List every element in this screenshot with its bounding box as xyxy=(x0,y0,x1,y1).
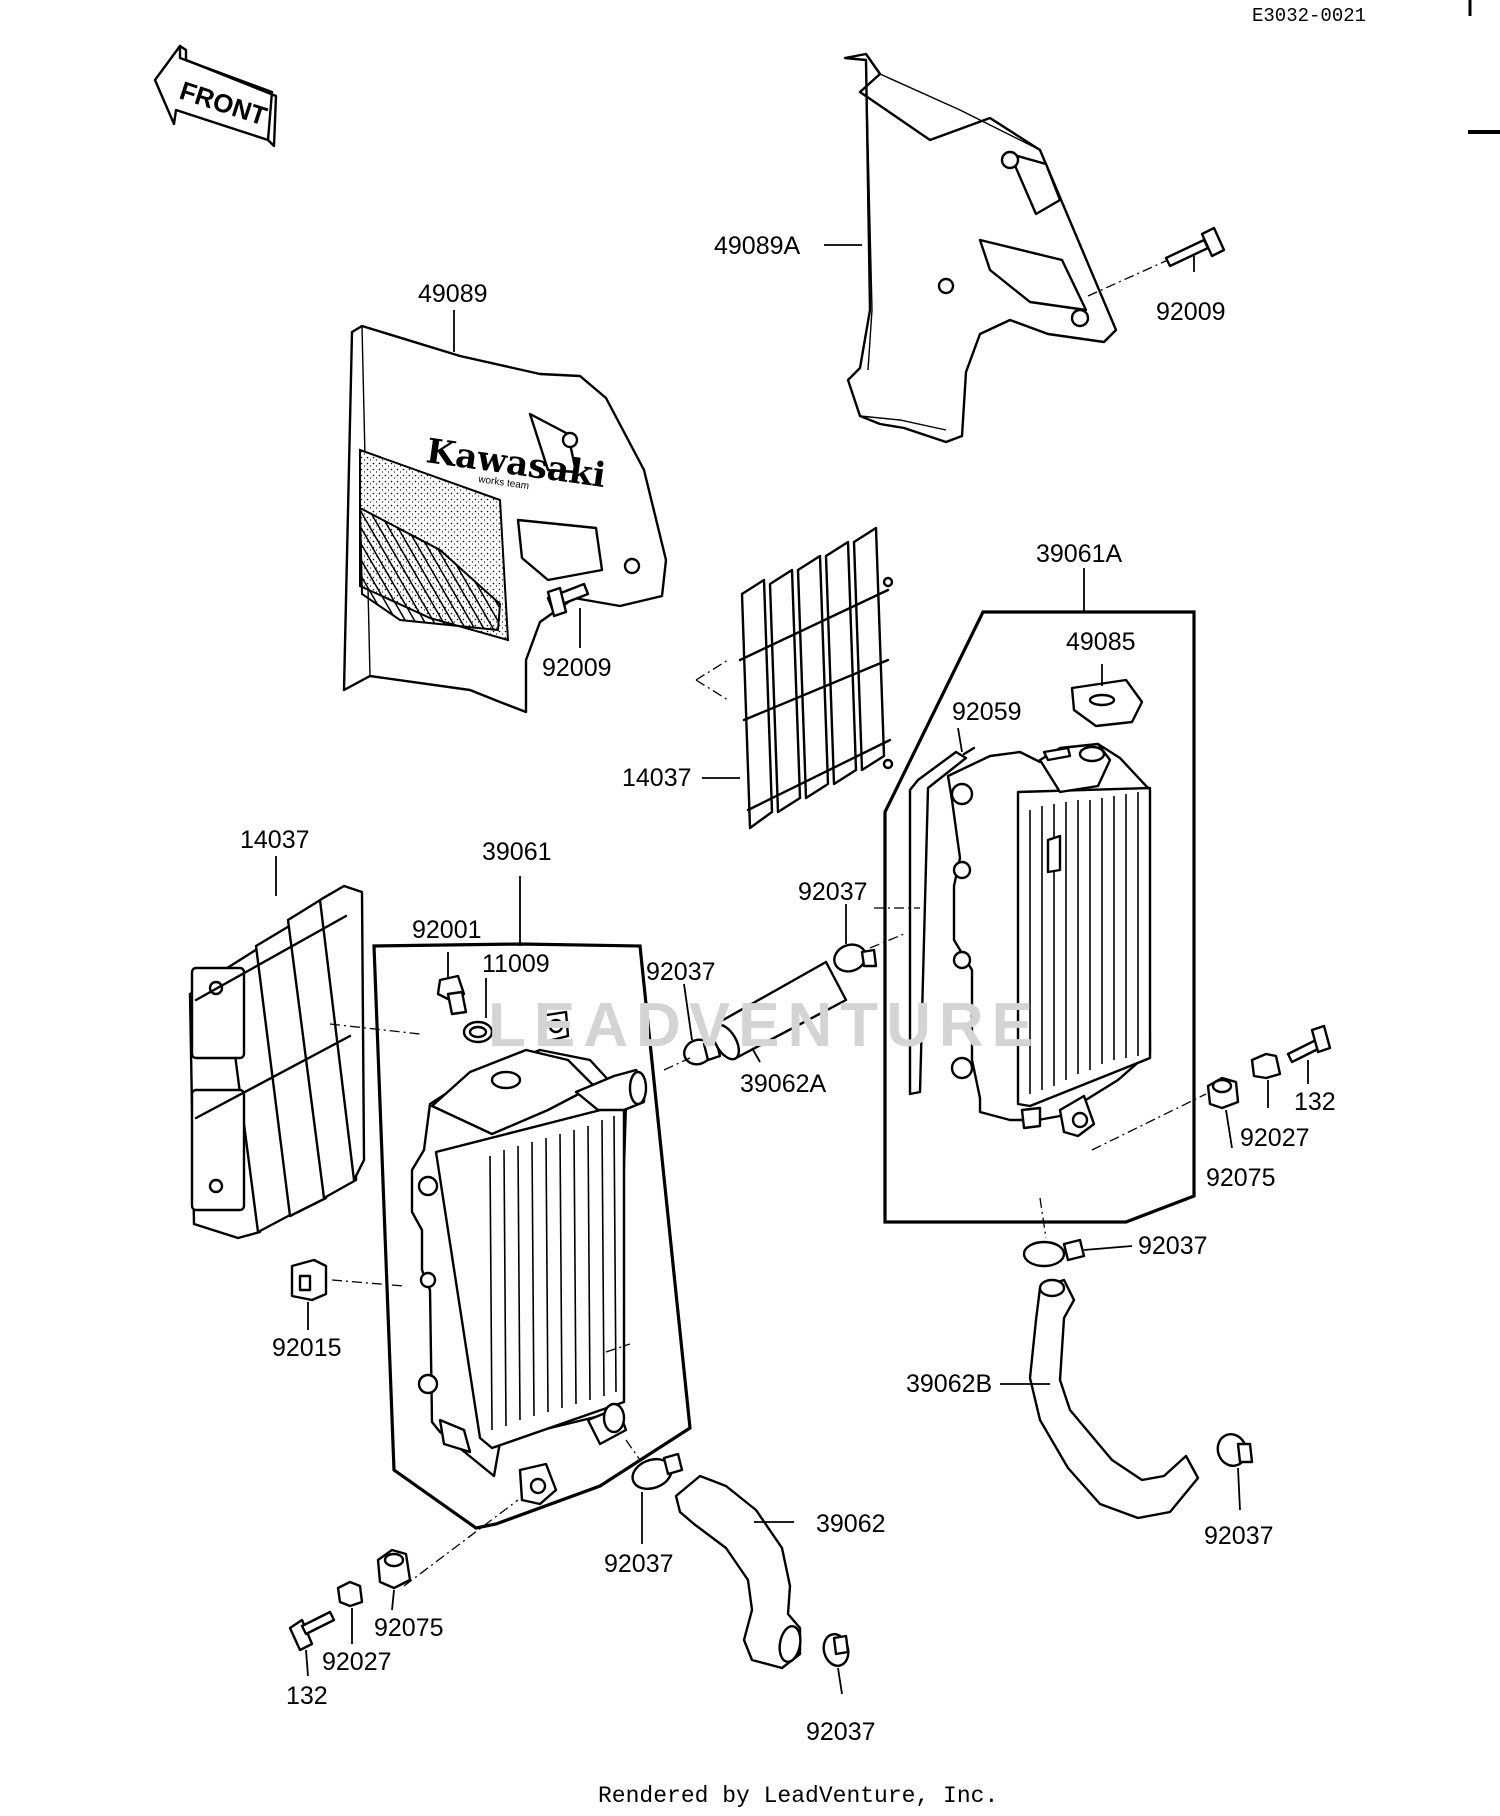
label-49089: 49089 xyxy=(418,280,488,308)
hose-39062A xyxy=(711,960,848,1061)
leader-lines xyxy=(275,244,1309,1695)
collar-92027-left xyxy=(336,1580,364,1608)
assembly-line xyxy=(1087,259,1169,297)
bolt-132-left xyxy=(288,1610,336,1652)
assembly-line xyxy=(1039,1197,1047,1239)
assembly-box-39061A xyxy=(883,610,1196,1224)
label-92027-right: 92027 xyxy=(1240,1124,1310,1152)
radiator-guard-middle xyxy=(738,526,894,830)
hose-39062B xyxy=(1028,1278,1200,1520)
assembly-line xyxy=(331,1279,405,1287)
label-39061: 39061 xyxy=(482,838,552,866)
assembly-box-39061 xyxy=(372,942,692,1530)
label-11009: 11009 xyxy=(482,950,550,978)
part-labels: 49089 49089A 92009 92009 39061A 49085 92… xyxy=(240,232,1336,1746)
label-39062: 39062 xyxy=(816,1510,886,1538)
label-92027-left: 92027 xyxy=(322,1648,392,1676)
radiator-guard-left xyxy=(188,884,366,1240)
diagram-code: E3032-0021 xyxy=(1252,5,1366,27)
clip-92015 xyxy=(290,1258,328,1302)
label-39061A: 39061A xyxy=(1036,540,1123,568)
front-arrow-icon: FRONT xyxy=(153,44,278,148)
collar-92027-right xyxy=(1250,1052,1282,1080)
label-132-right: 132 xyxy=(1294,1088,1336,1116)
label-92037-e: 92037 xyxy=(604,1550,674,1578)
label-39062B: 39062B xyxy=(906,1370,992,1398)
gasket-11009 xyxy=(462,1020,494,1044)
label-92037-f: 92037 xyxy=(806,1718,876,1746)
watermark: LEADVENTURE xyxy=(488,991,1041,1060)
radiator-39061A xyxy=(946,742,1152,1138)
label-92015: 92015 xyxy=(272,1334,342,1362)
clamp-92037-c xyxy=(1022,1238,1086,1268)
radiator-cap-49085 xyxy=(1070,678,1144,728)
bolt-132-right xyxy=(1286,1024,1332,1064)
clamp-92037-f xyxy=(822,1633,850,1667)
clamp-92037-d xyxy=(1216,1433,1254,1467)
footer-credit: Rendered by LeadVenture, Inc. xyxy=(598,1783,998,1809)
assembly-line xyxy=(625,1439,641,1461)
bolt-92009-top xyxy=(1164,226,1226,268)
label-92059: 92059 xyxy=(952,698,1022,726)
clamp-92037-e xyxy=(631,1452,684,1491)
label-92037-c: 92037 xyxy=(1138,1232,1208,1260)
label-92001: 92001 xyxy=(412,916,482,944)
assembly-line xyxy=(403,1499,519,1587)
label-92075-left: 92075 xyxy=(374,1614,444,1642)
breather-tube-92059 xyxy=(908,746,976,1096)
label-92009-top: 92009 xyxy=(1156,298,1226,326)
label-14037-mid: 14037 xyxy=(622,764,692,792)
assembly-line xyxy=(329,1023,421,1035)
label-92037-b: 92037 xyxy=(646,958,716,986)
hose-39062 xyxy=(674,1474,802,1670)
assembly-line xyxy=(869,933,905,949)
label-92037-a: 92037 xyxy=(798,878,868,906)
bolt-92001 xyxy=(436,974,468,1016)
label-49089A: 49089A xyxy=(714,232,801,260)
bolt-92009-left xyxy=(546,582,590,618)
label-132-left: 132 xyxy=(286,1682,328,1710)
radiator-shroud-right xyxy=(843,52,1118,444)
label-39062A: 39062A xyxy=(740,1070,827,1098)
label-92009-left: 92009 xyxy=(542,654,612,682)
assembly-line xyxy=(695,659,729,701)
assembly-line xyxy=(663,1057,691,1071)
label-92037-d: 92037 xyxy=(1204,1522,1274,1550)
assembly-line xyxy=(605,1343,631,1353)
label-14037-left: 14037 xyxy=(240,826,310,854)
grommet-92075-left xyxy=(376,1548,412,1590)
label-49085: 49085 xyxy=(1066,628,1136,656)
assembly-line xyxy=(1091,1093,1207,1151)
label-92075-right: 92075 xyxy=(1206,1164,1276,1192)
radiator-shroud-left: Kawasaki works team xyxy=(342,324,668,714)
clamp-92037-a xyxy=(833,943,878,973)
radiator-39061 xyxy=(410,1010,648,1506)
grommet-92075-right xyxy=(1206,1076,1240,1110)
